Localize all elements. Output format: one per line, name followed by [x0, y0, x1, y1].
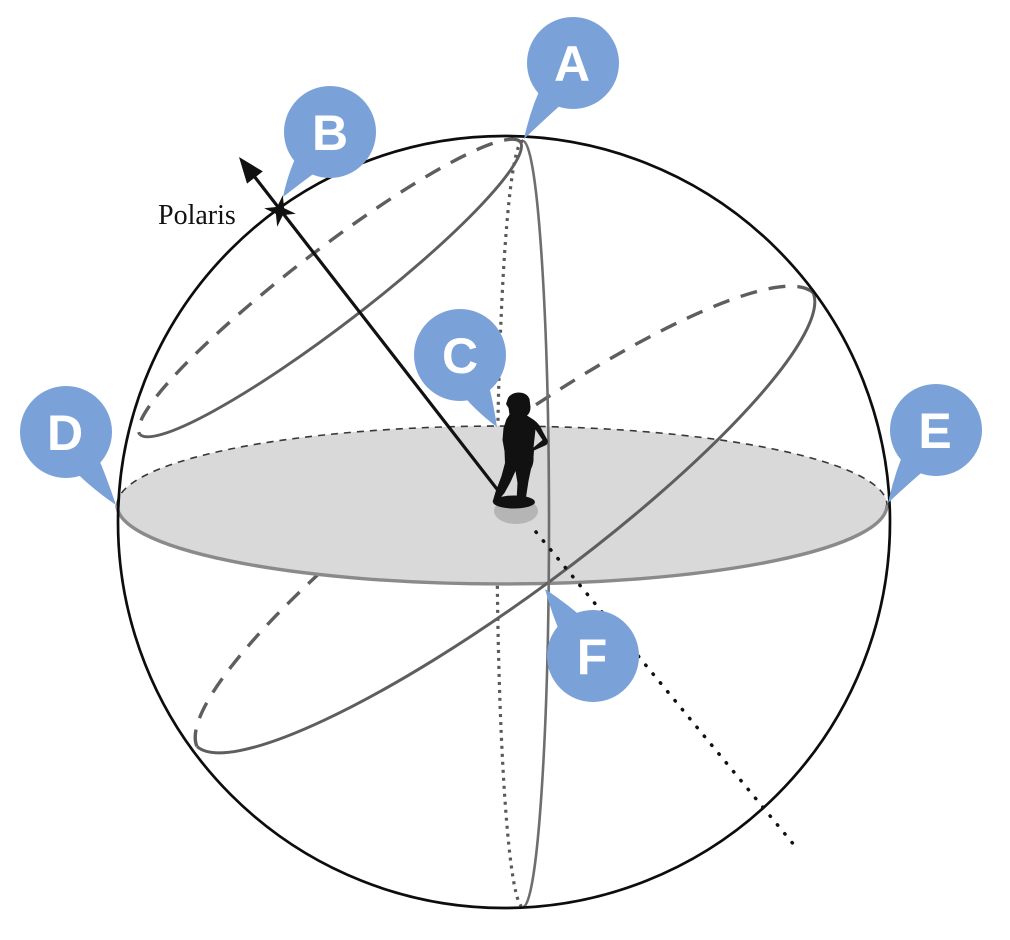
- marker-A-label: A: [554, 36, 590, 92]
- polaris-star-icon: [264, 195, 296, 227]
- marker-B[interactable]: B: [283, 86, 376, 197]
- marker-A-bubble[interactable]: [527, 17, 619, 109]
- marker-F-label: F: [577, 629, 608, 685]
- celestial-equator-front: [196, 291, 817, 755]
- celestial-equator-back: [193, 284, 815, 748]
- marker-D-bubble[interactable]: [20, 386, 112, 478]
- celestial-axis-south-dotted: [534, 530, 801, 853]
- marker-C-label: C: [442, 328, 478, 384]
- polaris-label: Polaris: [158, 200, 236, 231]
- marker-D-label: D: [47, 405, 83, 461]
- marker-E-label: E: [918, 403, 951, 459]
- marker-D[interactable]: D: [20, 386, 116, 505]
- polaris-arrowhead-icon: [239, 157, 263, 184]
- observer-silhouette: [492, 392, 548, 502]
- diurnal-circle-front: [138, 141, 523, 439]
- marker-F[interactable]: F: [545, 589, 639, 702]
- marker-A[interactable]: A: [524, 17, 619, 139]
- marker-E-bubble[interactable]: [890, 384, 982, 476]
- marker-F-bubble[interactable]: [547, 610, 639, 702]
- marker-B-bubble[interactable]: [284, 86, 376, 178]
- observer-person: [492, 392, 548, 509]
- horizon-back-edge: [116, 425, 888, 506]
- polaris-arrow: [252, 175, 502, 494]
- celestial-sphere-outline: [116, 134, 892, 910]
- marker-E[interactable]: E: [888, 384, 982, 503]
- diurnal-circle-back: [136, 137, 522, 436]
- marker-C[interactable]: C: [414, 309, 506, 427]
- marker-B-label: B: [312, 105, 348, 161]
- marker-C-bubble[interactable]: [414, 309, 506, 401]
- horizon-front-edge: [115, 504, 889, 586]
- meridian-front: [522, 139, 551, 909]
